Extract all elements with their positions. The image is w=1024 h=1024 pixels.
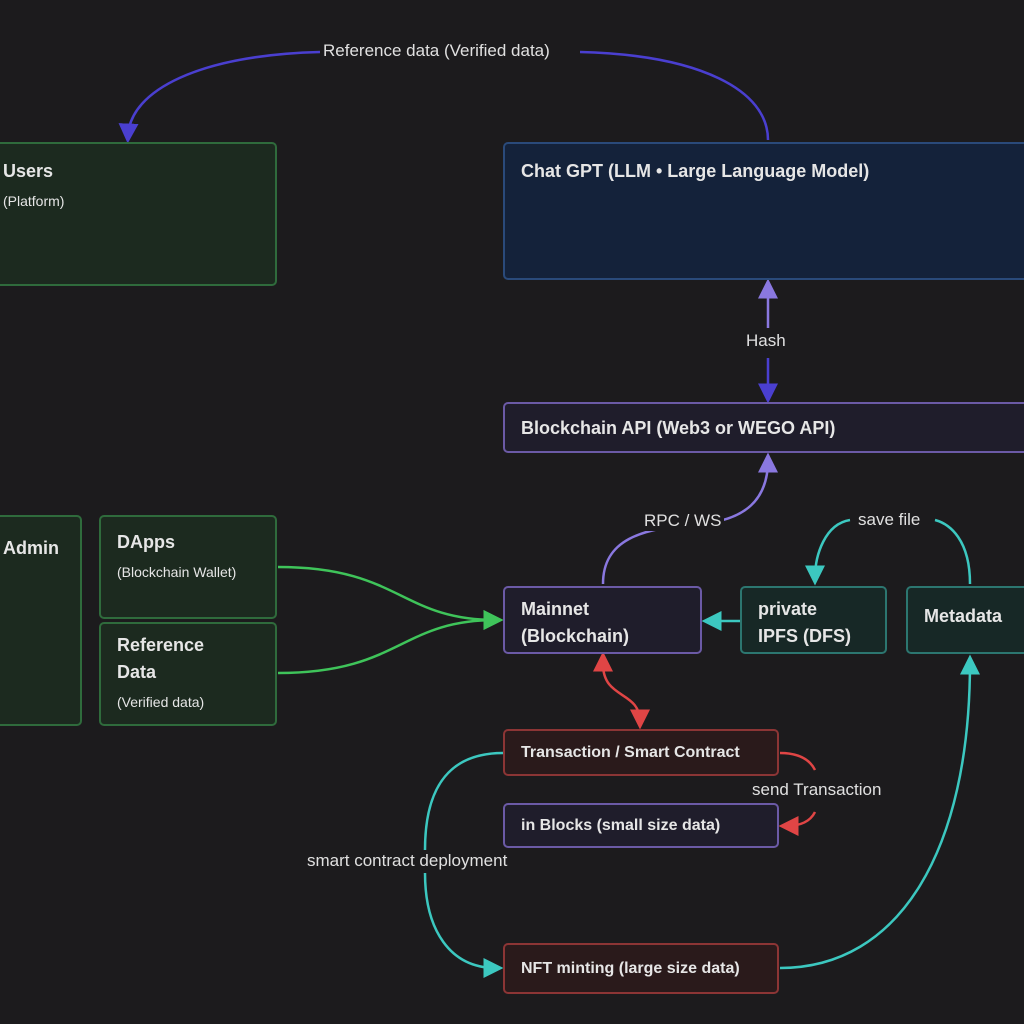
label-save-file: save file bbox=[855, 510, 924, 530]
node-dapps-sub: (Blockchain Wallet) bbox=[117, 564, 237, 580]
node-blocks[interactable]: in Blocks (small size data) bbox=[503, 803, 779, 848]
node-tx[interactable]: Transaction / Smart Contract bbox=[503, 729, 779, 776]
label-deploy: smart contract deployment bbox=[304, 851, 511, 871]
node-users[interactable]: Users (Platform) bbox=[0, 142, 277, 286]
node-api[interactable]: Blockchain API (Web3 or WEGO API) bbox=[503, 402, 1024, 453]
node-mainnet[interactable]: Mainnet (Blockchain) bbox=[503, 586, 702, 654]
node-nft[interactable]: NFT minting (large size data) bbox=[503, 943, 779, 994]
node-refdata-sub: (Verified data) bbox=[117, 694, 205, 710]
node-chatgpt[interactable]: Chat GPT (LLM • Large Language Model) bbox=[503, 142, 1024, 280]
label-rpc: RPC / WS bbox=[641, 511, 725, 531]
node-dapps[interactable]: DApps (Blockchain Wallet) bbox=[99, 515, 277, 619]
node-ipfs[interactable]: private IPFS (DFS) bbox=[740, 586, 887, 654]
node-metadata[interactable]: Metadata bbox=[906, 586, 1024, 654]
node-admin[interactable]: Admin bbox=[0, 515, 82, 726]
edge-mainnet-tx bbox=[593, 651, 650, 730]
edge-reference-top bbox=[128, 50, 770, 140]
node-chatgpt-title: Chat GPT (LLM • Large Language Model) bbox=[521, 161, 870, 181]
node-admin-title: Admin bbox=[3, 538, 59, 558]
node-mainnet-title: Mainnet (Blockchain) bbox=[521, 599, 630, 646]
edge-deploy bbox=[423, 751, 503, 968]
edge-nft-metadata bbox=[779, 654, 980, 970]
node-dapps-title: DApps bbox=[117, 532, 175, 552]
label-hash: Hash bbox=[743, 331, 789, 351]
label-reference-top: Reference data (Verified data) bbox=[320, 41, 553, 61]
node-tx-title: Transaction / Smart Contract bbox=[521, 744, 740, 761]
edge-refdata bbox=[277, 610, 504, 675]
node-ipfs-title: private IPFS (DFS) bbox=[758, 599, 851, 646]
node-users-title: Users bbox=[3, 161, 54, 181]
node-refdata[interactable]: Reference Data (Verified data) bbox=[99, 622, 277, 726]
node-metadata-title: Metadata bbox=[924, 606, 1003, 626]
node-blocks-title: in Blocks (small size data) bbox=[521, 817, 721, 834]
edge-dapps bbox=[277, 565, 504, 630]
edge-send-tx bbox=[780, 751, 817, 826]
edge-savefile bbox=[815, 518, 972, 584]
node-api-title: Blockchain API (Web3 or WEGO API) bbox=[521, 418, 836, 438]
label-send-tx: send Transaction bbox=[749, 780, 885, 800]
node-nft-title: NFT minting (large size data) bbox=[521, 960, 740, 977]
node-users-sub: (Platform) bbox=[3, 193, 65, 209]
node-refdata-title: Reference Data bbox=[117, 635, 205, 682]
